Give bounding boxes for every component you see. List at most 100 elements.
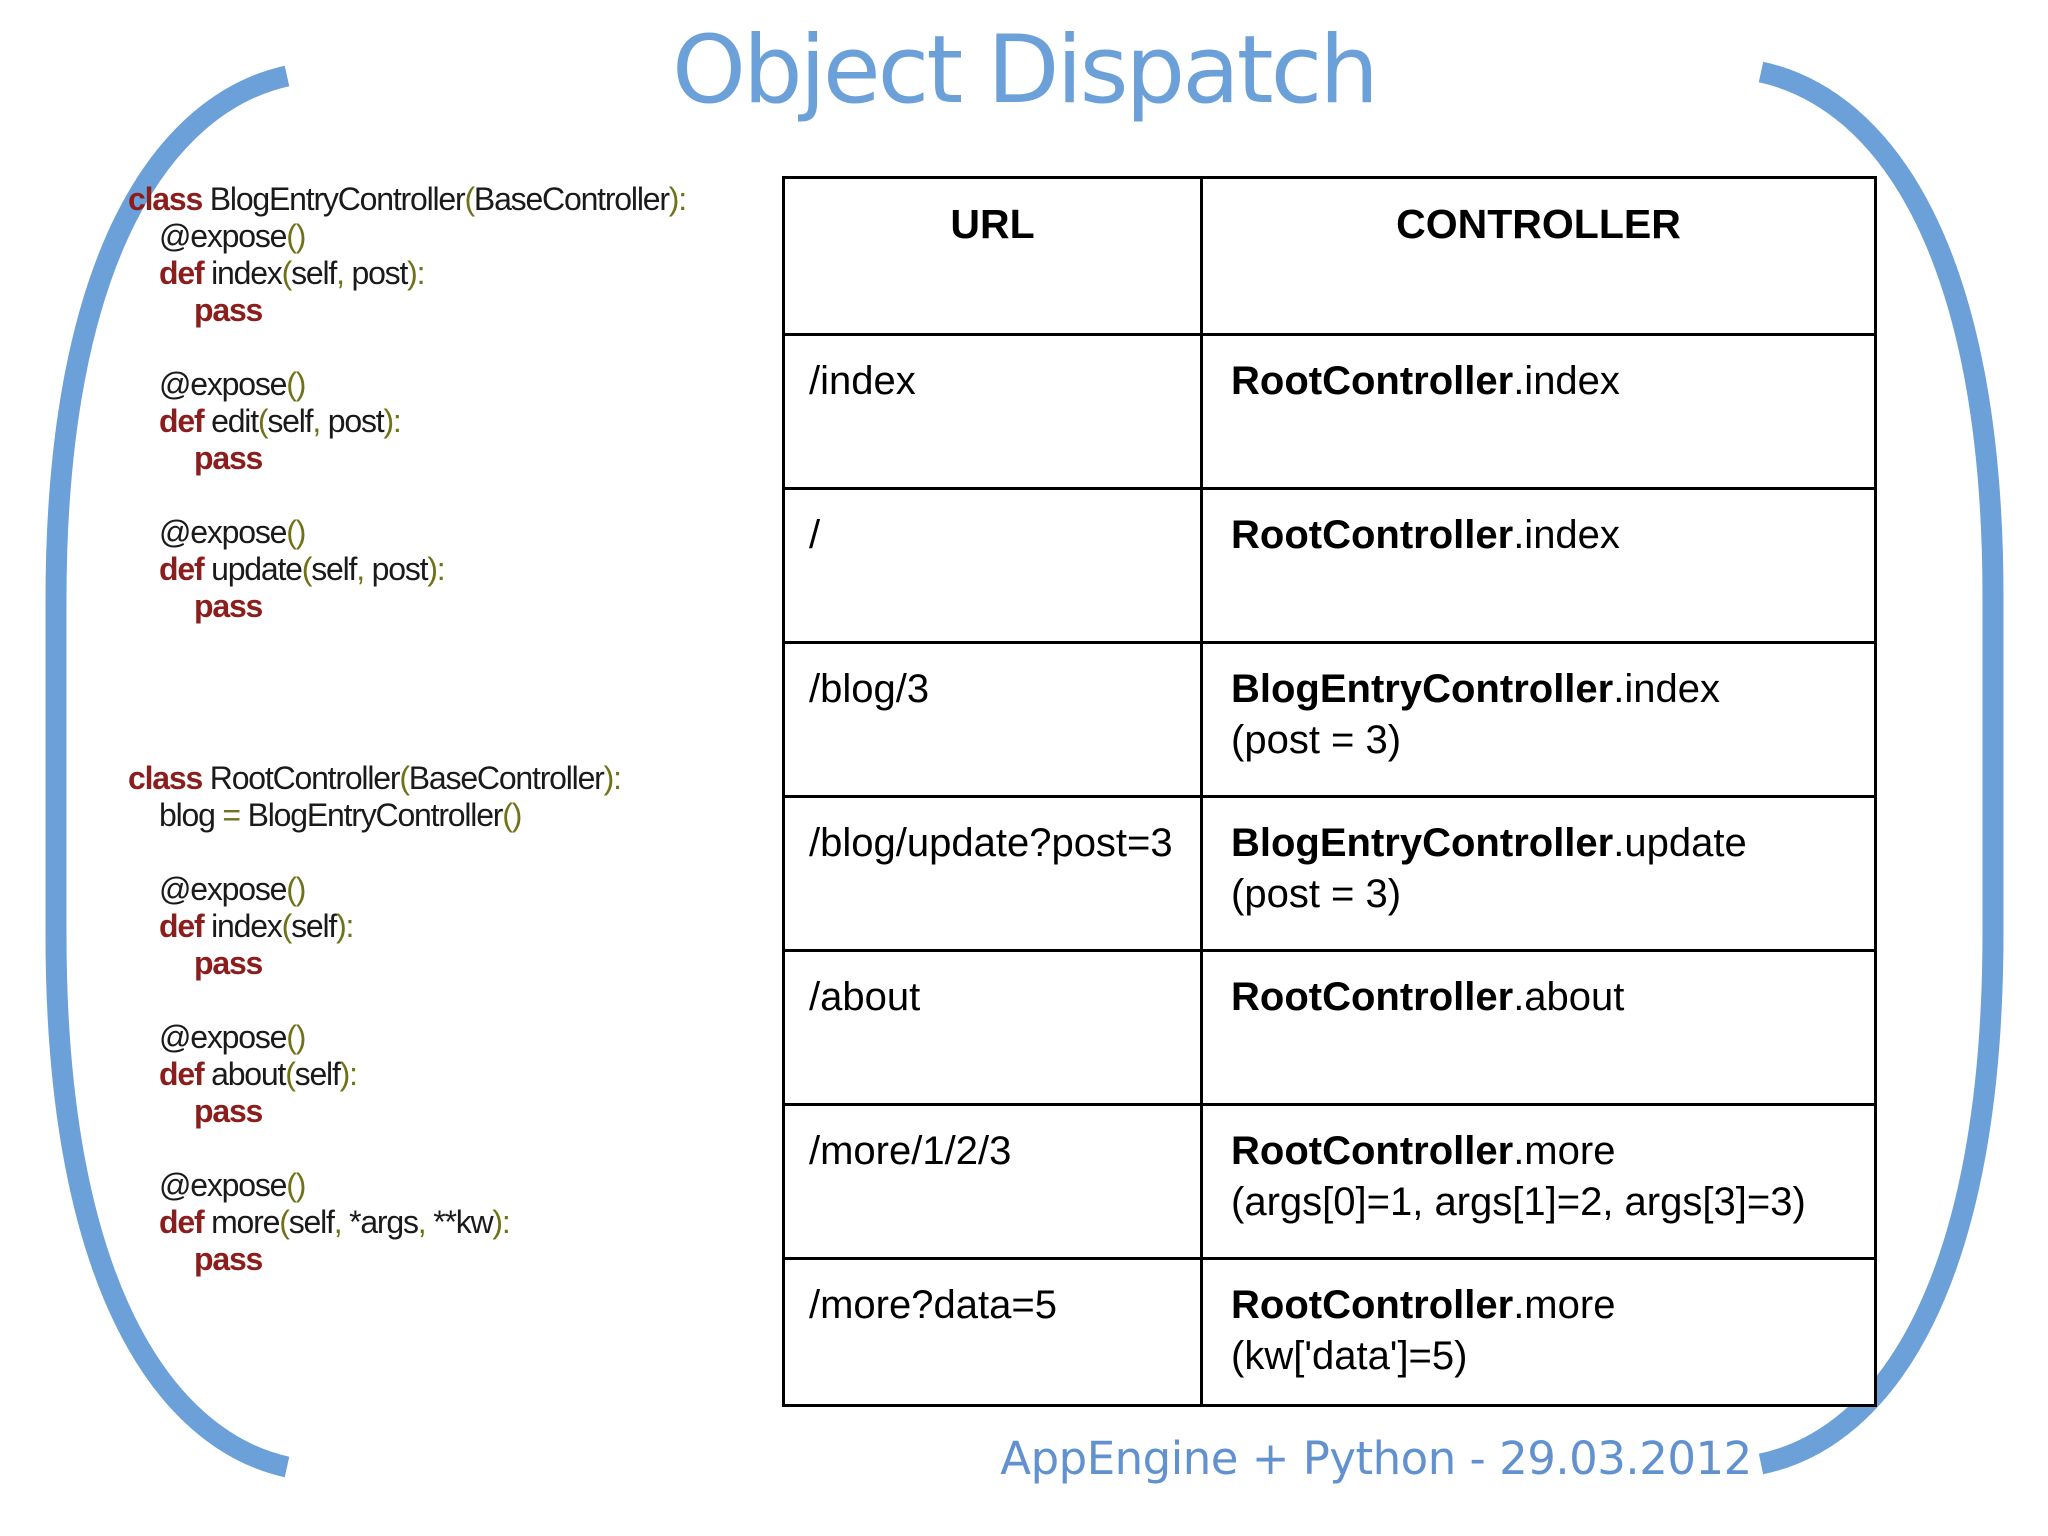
code-keyword: def xyxy=(159,908,205,944)
code-punctuation: ( xyxy=(281,908,293,944)
controller-method-name: .more xyxy=(1513,1283,1616,1327)
code-text: @expose xyxy=(159,218,287,254)
code-text: self xyxy=(288,1204,335,1240)
url-cell: /blog/update?post=3 xyxy=(782,795,1203,952)
code-punctuation: ( xyxy=(301,551,313,587)
code-punctuation: () xyxy=(502,797,522,833)
code-line: class BlogEntryController(BaseController… xyxy=(128,181,687,218)
code-line: pass xyxy=(128,588,686,625)
controller-class-name: RootController xyxy=(1231,975,1514,1019)
controller-class-name: RootController xyxy=(1231,359,1514,403)
code-punctuation: ( xyxy=(285,1056,296,1092)
code-punctuation: ): xyxy=(603,760,622,796)
code-line: @expose() xyxy=(128,514,686,551)
code-punctuation: () xyxy=(286,1019,306,1055)
code-blank-line xyxy=(128,834,621,871)
code-line: pass xyxy=(128,945,621,982)
code-line: @expose() xyxy=(128,1167,621,1204)
code-keyword: class xyxy=(128,181,203,217)
controller-class-name: RootController xyxy=(1231,513,1514,557)
left-bracket-icon xyxy=(45,65,290,1478)
code-text: edit xyxy=(203,403,259,439)
controller-method-name: .more xyxy=(1513,1129,1616,1173)
code-text: **kw xyxy=(433,1204,493,1240)
code-text: self xyxy=(291,908,337,944)
code-line: blog = BlogEntryController() xyxy=(128,797,621,834)
code-punctuation: = xyxy=(222,797,248,833)
code-punctuation: , xyxy=(417,1204,434,1240)
code-punctuation: ( xyxy=(464,181,475,217)
controller-cell: RootController.index xyxy=(1200,333,1877,490)
controller-call-detail: (post = 3) xyxy=(1231,718,1402,762)
code-keyword: pass xyxy=(194,440,263,476)
code-punctuation: () xyxy=(286,1167,306,1203)
code-punctuation: ): xyxy=(427,551,445,587)
code-punctuation: ): xyxy=(407,255,425,291)
code-line: pass xyxy=(128,1241,621,1278)
code-punctuation: , xyxy=(312,403,328,439)
controller-column-header: CONTROLLER xyxy=(1200,176,1877,336)
code-text: *args xyxy=(349,1204,419,1240)
controller-class-name: BlogEntryController xyxy=(1231,667,1614,711)
code-keyword: pass xyxy=(194,292,263,328)
controller-call-detail: (post = 3) xyxy=(1231,872,1402,916)
table-header-row: URL CONTROLLER xyxy=(782,176,1877,336)
code-text: RootController xyxy=(202,760,401,796)
code-text: @expose xyxy=(159,1019,287,1055)
code-punctuation: , xyxy=(356,551,372,587)
controller-cell: BlogEntryController.index(post = 3) xyxy=(1200,641,1877,798)
code-text: @expose xyxy=(159,1167,287,1203)
controller-call-detail: (kw['data']=5) xyxy=(1231,1334,1468,1378)
code-keyword: def xyxy=(159,551,205,587)
code-text: self xyxy=(311,551,357,587)
code-punctuation: () xyxy=(286,366,306,402)
controller-method-name: .about xyxy=(1513,975,1625,1019)
url-cell: /blog/3 xyxy=(782,641,1203,798)
code-keyword: pass xyxy=(194,1241,263,1277)
code-text: self xyxy=(291,255,337,291)
controller-method-name: .update xyxy=(1613,821,1747,865)
controller-call-detail: (args[0]=1, args[1]=2, args[3]=3) xyxy=(1231,1180,1806,1224)
code-text: about xyxy=(203,1056,286,1092)
controller-cell: RootController.about xyxy=(1200,949,1877,1106)
code-punctuation: () xyxy=(286,218,306,254)
code-line: class RootController(BaseController): xyxy=(128,760,622,797)
code-line: def more(self, *args, **kw): xyxy=(128,1204,621,1241)
url-cell: /more/1/2/3 xyxy=(782,1103,1203,1260)
code-text: update xyxy=(203,551,303,587)
code-text: BlogEntryController xyxy=(247,797,504,833)
table-row: /blog/update?post=3 BlogEntryController.u… xyxy=(782,795,1877,952)
code-line: pass xyxy=(128,440,686,477)
code-text: @expose xyxy=(159,514,287,550)
slide-title: Object Dispatch xyxy=(672,16,1379,125)
controller-cell: RootController.more (args[0]=1, args[1]=2… xyxy=(1200,1103,1877,1260)
code-keyword: pass xyxy=(194,945,263,981)
code-keyword: class xyxy=(128,760,203,796)
code-blank-line xyxy=(128,1130,621,1167)
code-text: post xyxy=(351,255,408,291)
code-keyword: def xyxy=(159,403,205,439)
controller-method-name: .index xyxy=(1513,513,1620,557)
code-text: post xyxy=(327,403,385,439)
code-text: self xyxy=(267,403,313,439)
controller-cell: RootController.more(kw['data']=5) xyxy=(1200,1257,1877,1407)
controller-class-name: BlogEntryController xyxy=(1231,821,1614,865)
code-blank-line xyxy=(128,477,686,514)
code-line: def edit(self, post): xyxy=(128,403,686,440)
code-punctuation: ): xyxy=(492,1204,510,1240)
code-punctuation: () xyxy=(286,514,306,550)
code-line: def index(self): xyxy=(128,908,621,945)
code-text: more xyxy=(203,1204,280,1240)
controller-class-name: RootController xyxy=(1231,1129,1514,1173)
footer-caption: AppEngine + Python - 29.03.2012 xyxy=(1000,1432,1752,1485)
code-text: BlogEntryController xyxy=(202,181,466,217)
url-cell: /about xyxy=(782,949,1203,1106)
code-line: def about(self): xyxy=(128,1056,621,1093)
code-punctuation: () xyxy=(286,871,306,907)
